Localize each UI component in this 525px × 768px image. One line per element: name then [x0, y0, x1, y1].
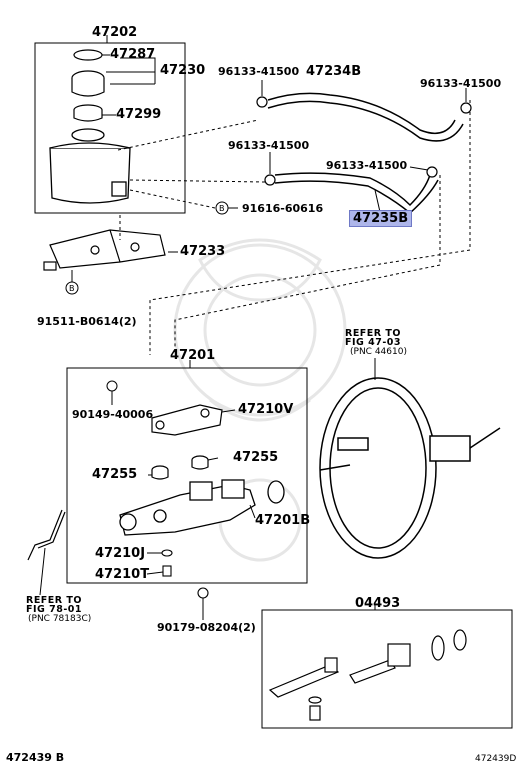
part-96133-d[interactable]: 96133-41500: [326, 159, 408, 172]
marker-b-circles: [65, 201, 229, 295]
refer-note-line1: REFER TO: [345, 328, 401, 339]
part-47255-a[interactable]: 47255: [92, 467, 138, 482]
part-47255-b[interactable]: 47255: [233, 450, 279, 465]
grommets: [151, 455, 209, 480]
part-47230[interactable]: 47230: [160, 63, 206, 78]
part-47210J[interactable]: 47210J: [95, 546, 146, 561]
kit-box-04493: [261, 609, 513, 729]
hose-47235B: [274, 172, 439, 214]
refer-note-line3: (PNC 44610): [350, 347, 407, 357]
reservoir-cap-parts: [71, 49, 105, 122]
hose-47234B: [267, 92, 464, 142]
refer-note-left-line3: (PNC 78183C): [28, 614, 92, 624]
part-47201B[interactable]: 47201B: [255, 513, 311, 528]
part-47210V[interactable]: 47210V: [238, 402, 294, 417]
kit-components: [268, 629, 467, 721]
reservoir-group-box: [34, 42, 186, 214]
refer-note-line2[interactable]: FIG 47-03: [345, 337, 402, 348]
part-47234B[interactable]: 47234B: [306, 64, 362, 79]
small-parts: [161, 549, 209, 599]
part-96133-c[interactable]: 96133-41500: [228, 139, 310, 152]
marker-b: B: [219, 204, 225, 213]
part-47233[interactable]: 47233: [180, 244, 226, 259]
part-47210T[interactable]: 47210T: [95, 567, 150, 582]
part-91616-60616[interactable]: 91616-60616: [242, 202, 324, 215]
footer-left-code: 472439 B: [6, 751, 65, 764]
part-90149-40006[interactable]: 90149-40006: [72, 408, 154, 421]
brake-booster: [319, 377, 501, 559]
refer-note-left-line2[interactable]: FIG 78-01: [26, 604, 83, 615]
part-91511-b0614[interactable]: 91511-B0614(2): [37, 315, 137, 328]
adapter-47210V: [151, 404, 223, 436]
bracket-47233: [43, 229, 166, 271]
footer-right-code: 472439D: [475, 754, 517, 764]
part-96133-a[interactable]: 96133-41500: [218, 65, 300, 78]
part-96133-b[interactable]: 96133-41500: [420, 77, 502, 90]
reservoir-tank: [49, 128, 131, 204]
part-04493[interactable]: 04493: [355, 596, 401, 611]
hose-clips: [256, 96, 472, 186]
watermark-emblem: [173, 238, 347, 562]
marker-b: B: [69, 284, 75, 293]
part-47235B[interactable]: 47235B: [349, 210, 413, 227]
part-47299[interactable]: 47299: [116, 107, 162, 122]
screw-90149: [106, 380, 118, 405]
refer-note-left-line1: REFER TO: [26, 595, 82, 606]
part-47201[interactable]: 47201: [170, 348, 216, 363]
dashed-leaders: [117, 100, 471, 355]
part-47202[interactable]: 47202: [92, 25, 138, 40]
master-cylinder-group-box: [66, 367, 308, 584]
part-90179-08204[interactable]: 90179-08204(2): [157, 621, 256, 634]
part-47287[interactable]: 47287: [110, 47, 156, 62]
master-cylinder: [119, 479, 285, 536]
lever-left: [27, 509, 66, 561]
